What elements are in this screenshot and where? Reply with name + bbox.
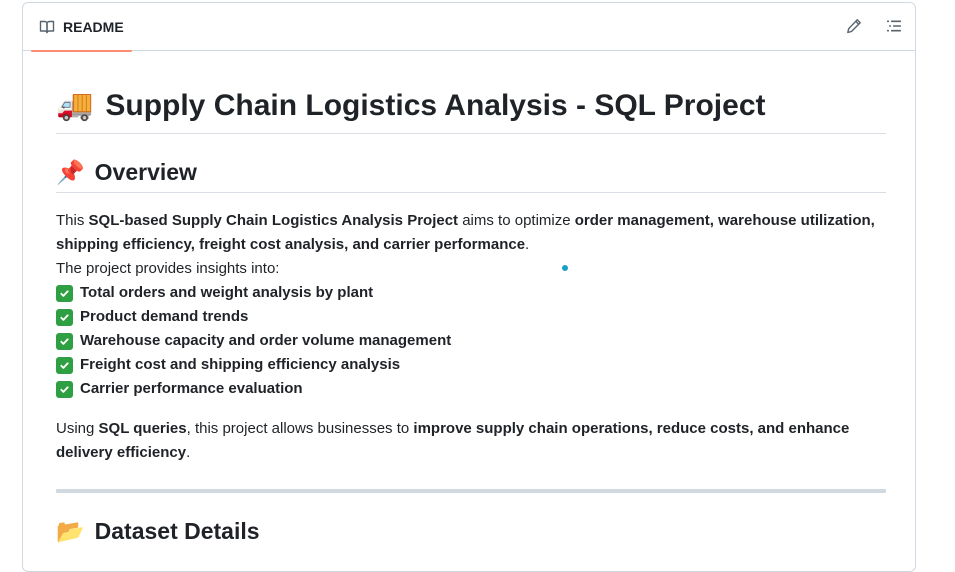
page-title: 🚚 Supply Chain Logistics Analysis - SQL … (56, 87, 886, 134)
list-item: Freight cost and shipping efficiency ana… (56, 353, 886, 377)
list-item: Product demand trends (56, 305, 886, 329)
truck-icon: 🚚 (56, 89, 94, 122)
section-divider (56, 489, 886, 494)
overview-closing: Using SQL queries, this project allows b… (56, 420, 850, 462)
check-mark-icon (56, 356, 73, 374)
readme-panel: README 🚚 (22, 2, 916, 572)
overview-body: This SQL-based Supply Chain Logistics An… (56, 209, 886, 465)
readme-tab-label: README (63, 19, 124, 35)
edit-pencil-icon[interactable] (845, 17, 863, 35)
readme-header: README (23, 3, 915, 52)
header-actions (845, 17, 903, 35)
list-item: Total orders and weight analysis by plan… (56, 281, 886, 305)
check-mark-icon (56, 284, 73, 302)
readme-content: 🚚 Supply Chain Logistics Analysis - SQL … (56, 51, 886, 552)
check-mark-icon (56, 308, 73, 326)
pushpin-icon: 📌 (56, 158, 85, 185)
check-mark-icon (56, 380, 73, 398)
dataset-heading-text: Dataset Details (94, 518, 260, 545)
list-item: Warehouse capacity and order volume mana… (56, 329, 886, 353)
check-mark-icon (56, 332, 73, 350)
overview-intro: This SQL-based Supply Chain Logistics An… (56, 212, 875, 254)
overview-heading: 📌 Overview (56, 158, 886, 194)
cursor-dot (562, 265, 568, 271)
book-icon (39, 19, 55, 35)
folder-icon: 📂 (56, 518, 85, 545)
overview-heading-text: Overview (94, 158, 197, 185)
insights-lead: The project provides insights into: (56, 260, 280, 278)
insights-checklist: Total orders and weight analysis by plan… (56, 281, 886, 401)
outline-list-icon[interactable] (885, 17, 903, 35)
dataset-heading: 📂 Dataset Details (56, 517, 886, 552)
readme-tab[interactable]: README (31, 3, 132, 52)
list-item: Carrier performance evaluation (56, 377, 886, 401)
page-title-text: Supply Chain Logistics Analysis - SQL Pr… (105, 89, 766, 122)
